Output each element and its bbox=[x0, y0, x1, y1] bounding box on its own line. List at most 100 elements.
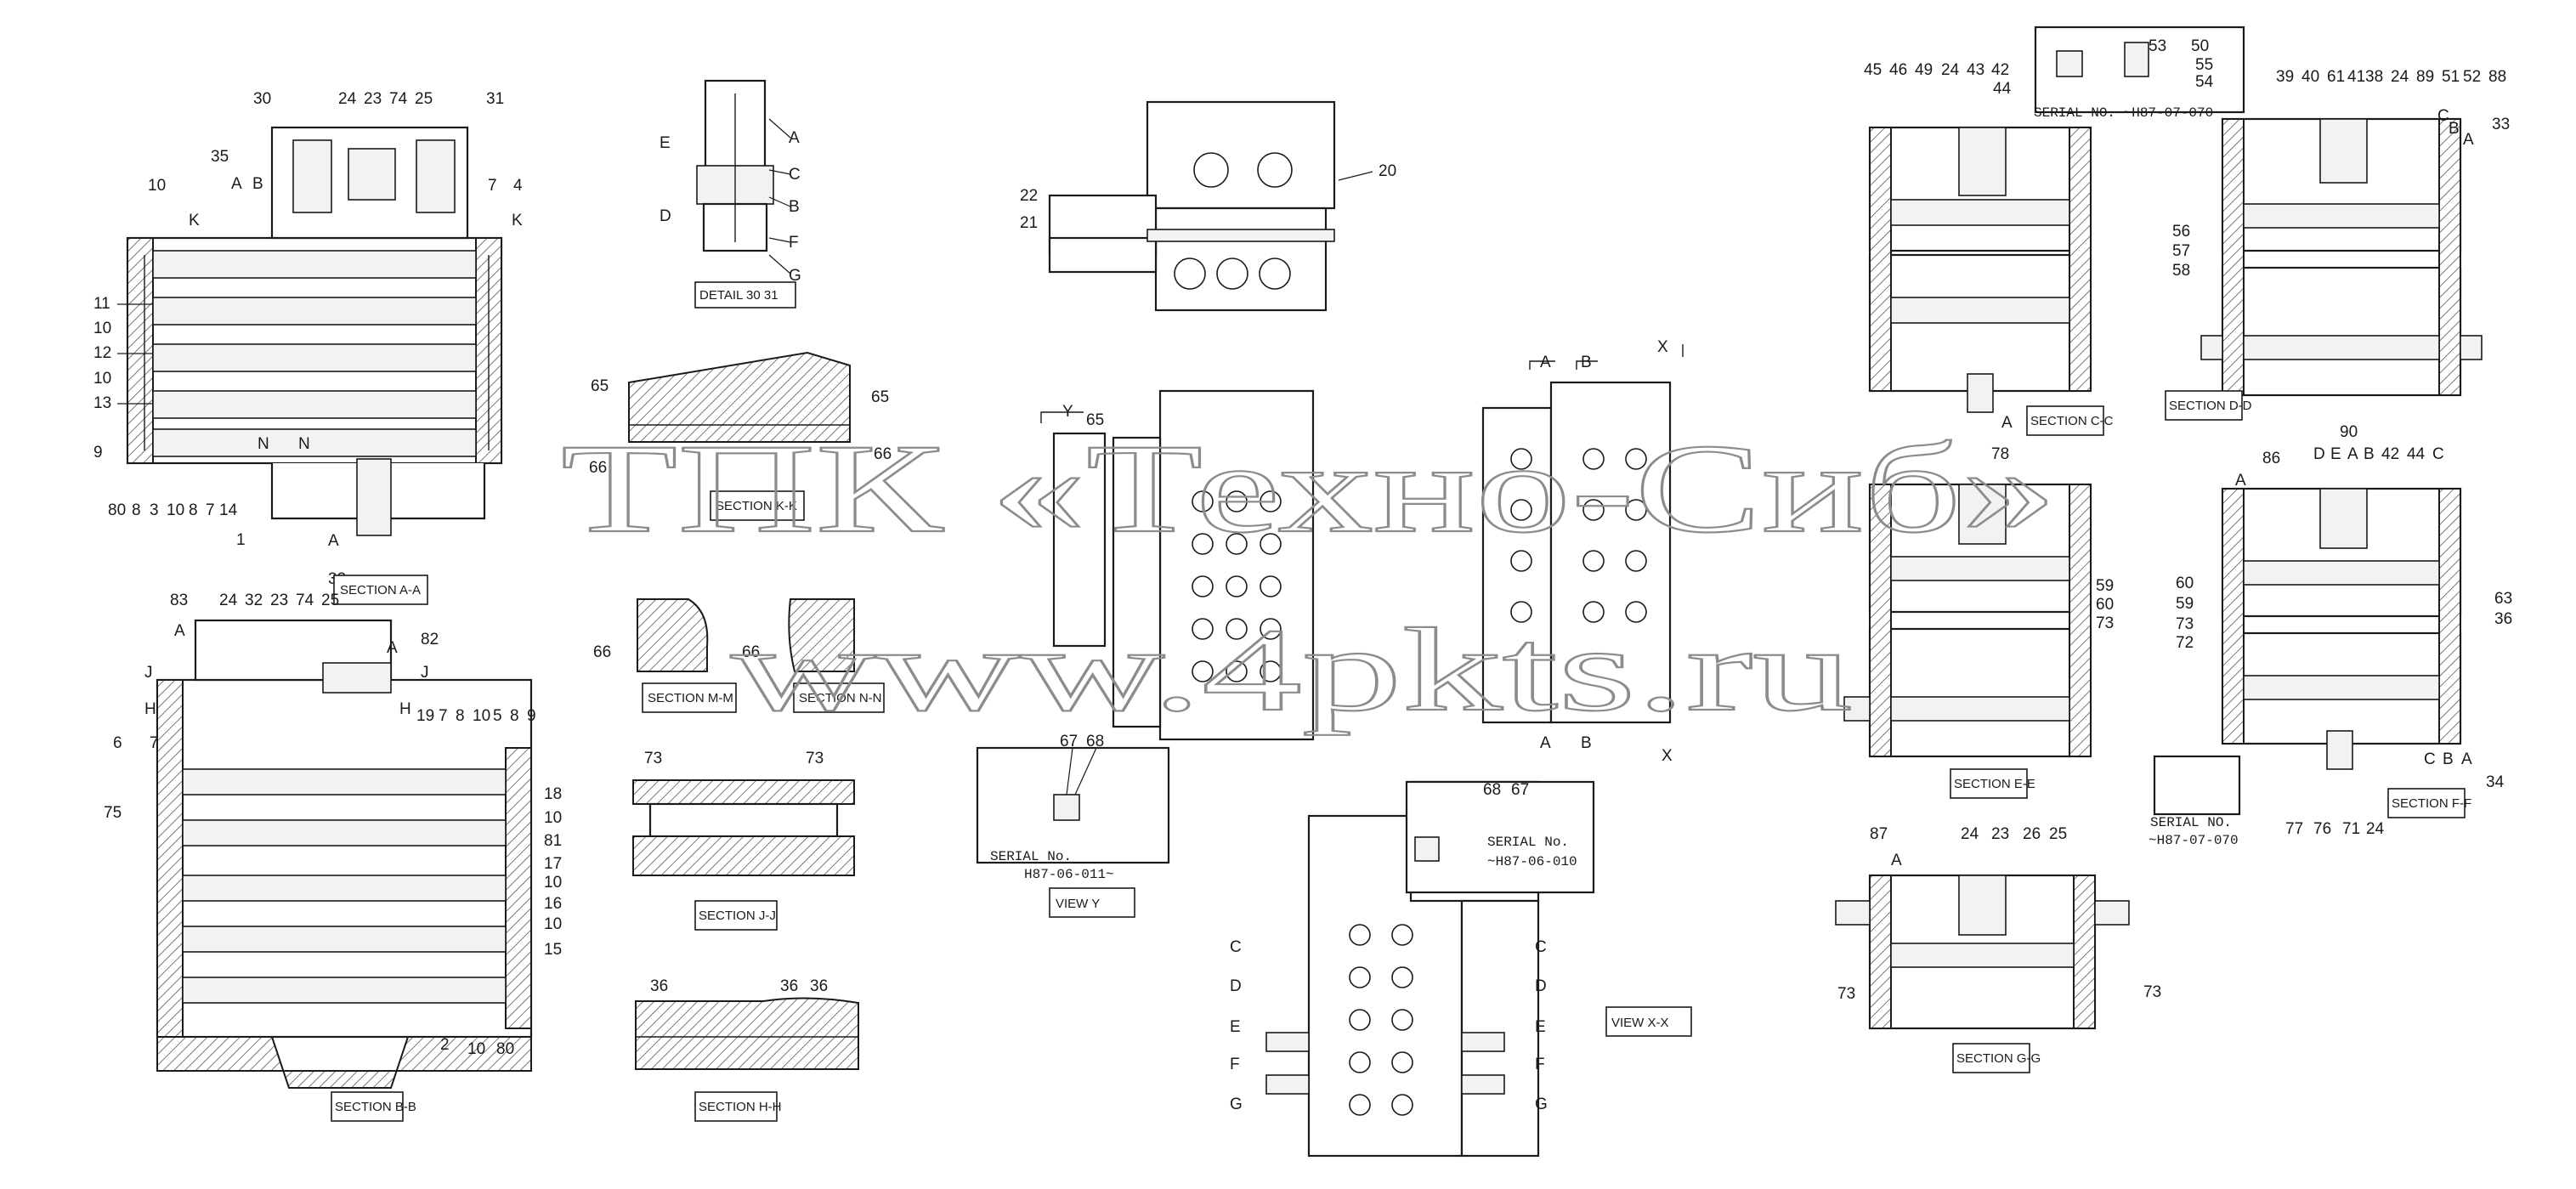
callout: 10 bbox=[544, 874, 562, 892]
callout: 10 bbox=[93, 320, 111, 337]
callout: 10 bbox=[93, 370, 111, 388]
serial-note: SERIAL No. bbox=[990, 849, 1072, 864]
serial-note: H87-06-011~ bbox=[1024, 867, 1114, 882]
view-x-side-labels: A B X A B X bbox=[1540, 338, 1673, 765]
serial-note: SERIAL NO. bbox=[2150, 815, 2232, 830]
callout: B bbox=[2449, 120, 2460, 138]
section-bb-caption: SECTION B-B bbox=[331, 1091, 416, 1122]
callout: 2 bbox=[440, 1036, 450, 1054]
callout: 41 bbox=[2347, 68, 2365, 86]
callout: 44 bbox=[1993, 80, 2012, 98]
callout: 25 bbox=[2049, 825, 2067, 843]
callout: A bbox=[328, 532, 339, 550]
callout: N bbox=[258, 435, 269, 453]
serial-note: SERIAL NO. ~H87-07-070 bbox=[2034, 105, 2213, 121]
callout: 68 bbox=[1086, 733, 1104, 750]
section-dd-labels: 39 40 61 41 38 24 89 51 52 88 C B A 33 5… bbox=[2172, 68, 2510, 280]
callout: 36 bbox=[810, 977, 828, 995]
callout: C bbox=[2437, 107, 2449, 125]
callout: A bbox=[231, 175, 242, 193]
callout: 66 bbox=[589, 459, 607, 477]
serial-note: ~H87-06-010 bbox=[1487, 854, 1577, 869]
callout: 3 bbox=[150, 501, 159, 519]
view-y-caption: VIEW Y bbox=[1049, 887, 1135, 918]
section-gg-caption: SECTION G-G bbox=[1952, 1043, 2041, 1073]
view-x-side-drawing bbox=[1481, 344, 1684, 724]
caption-view-xx: VIEW X-X bbox=[1611, 1016, 1669, 1030]
section-ff-drawing bbox=[2153, 487, 2462, 816]
callout: 55 bbox=[2195, 56, 2213, 74]
callout: 73 bbox=[2176, 615, 2194, 633]
callout: 23 bbox=[1991, 825, 2009, 843]
callout: 80 bbox=[496, 1040, 514, 1058]
callout: 23 bbox=[364, 90, 382, 108]
callout: X bbox=[1657, 338, 1668, 356]
callout: E bbox=[660, 134, 671, 152]
callout: 8 bbox=[132, 501, 141, 519]
callout: 26 bbox=[2023, 825, 2041, 843]
callout: 1 bbox=[236, 531, 246, 549]
callout: 73 bbox=[806, 750, 824, 767]
callout: 83 bbox=[170, 592, 188, 609]
callout: 66 bbox=[742, 643, 760, 661]
callout: 19 bbox=[416, 707, 434, 725]
callout: 46 bbox=[1889, 61, 1907, 79]
callout: 25 bbox=[321, 592, 339, 609]
callout: 74 bbox=[389, 90, 408, 108]
callout: 31 bbox=[486, 90, 504, 108]
callout: A bbox=[174, 622, 185, 640]
callout: 44 bbox=[2407, 445, 2426, 463]
caption-section-cc: SECTION C-C bbox=[2030, 414, 2114, 428]
view-xx-caption: VIEW X-X bbox=[1605, 1006, 1692, 1037]
callout: A bbox=[2461, 750, 2472, 768]
callout: 11 bbox=[93, 295, 110, 313]
callout: 10 bbox=[473, 707, 490, 725]
callout: B bbox=[789, 198, 800, 216]
callout: J bbox=[144, 664, 153, 682]
callout: 60 bbox=[2096, 596, 2114, 614]
section-bb-drawing bbox=[156, 619, 533, 1089]
callout: 87 bbox=[1870, 825, 1888, 843]
callout: G bbox=[1230, 1096, 1243, 1113]
callout: 74 bbox=[296, 592, 314, 609]
callout: H bbox=[144, 700, 156, 718]
view-y-inset: 67 68 SERIAL No. H87-06-011~ bbox=[976, 733, 1170, 882]
watermark: ТПК «Техно-Сиб» www.4pkts.ru bbox=[560, 417, 2058, 737]
callout: 66 bbox=[593, 643, 611, 661]
callout: 7 bbox=[150, 734, 159, 752]
callout: 34 bbox=[2486, 773, 2505, 791]
callout: 73 bbox=[644, 750, 662, 767]
callout: F bbox=[1535, 1056, 1545, 1073]
callout: A bbox=[2347, 445, 2358, 463]
callout: B bbox=[2443, 750, 2454, 768]
section-ee-caption: SECTION E-E bbox=[1950, 768, 2035, 799]
callout: 24 bbox=[219, 592, 238, 609]
section-kk-labels: 65 65 66 66 bbox=[589, 377, 892, 477]
caption-detail: DETAIL 30 31 bbox=[699, 288, 778, 303]
callout: 42 bbox=[2381, 445, 2399, 463]
callout: 32 bbox=[245, 592, 263, 609]
callout: A bbox=[1540, 354, 1551, 371]
section-cc-drawing bbox=[1868, 25, 2245, 413]
section-kk-caption: SECTION K-K bbox=[710, 490, 805, 521]
callout: 25 bbox=[415, 90, 433, 108]
callout: 24 bbox=[1941, 61, 1960, 79]
callout: 71 bbox=[2342, 820, 2360, 838]
section-gg-labels: 87 A 24 23 26 25 73 73 bbox=[1837, 825, 2161, 1003]
caption-section-dd: SECTION D-D bbox=[2169, 399, 2252, 413]
section-jj-drawing: 73 73 SECTION J-J bbox=[632, 750, 855, 931]
callout: 36 bbox=[780, 977, 798, 995]
callout: 8 bbox=[510, 707, 519, 725]
callout: K bbox=[189, 212, 200, 229]
callout: 38 bbox=[2365, 68, 2383, 86]
callout: A bbox=[789, 129, 800, 147]
callout: 58 bbox=[2172, 262, 2190, 280]
callout: 51 bbox=[2442, 68, 2460, 86]
callout: D bbox=[660, 207, 671, 225]
callout: E bbox=[1535, 1018, 1546, 1036]
callout: 7 bbox=[206, 501, 215, 519]
view-y-labels: Y 65 bbox=[1062, 403, 1104, 429]
caption-section-aa: SECTION A-A bbox=[340, 583, 421, 597]
caption-section-nn: SECTION N-N bbox=[799, 691, 882, 705]
callout: 24 bbox=[1961, 825, 1979, 843]
